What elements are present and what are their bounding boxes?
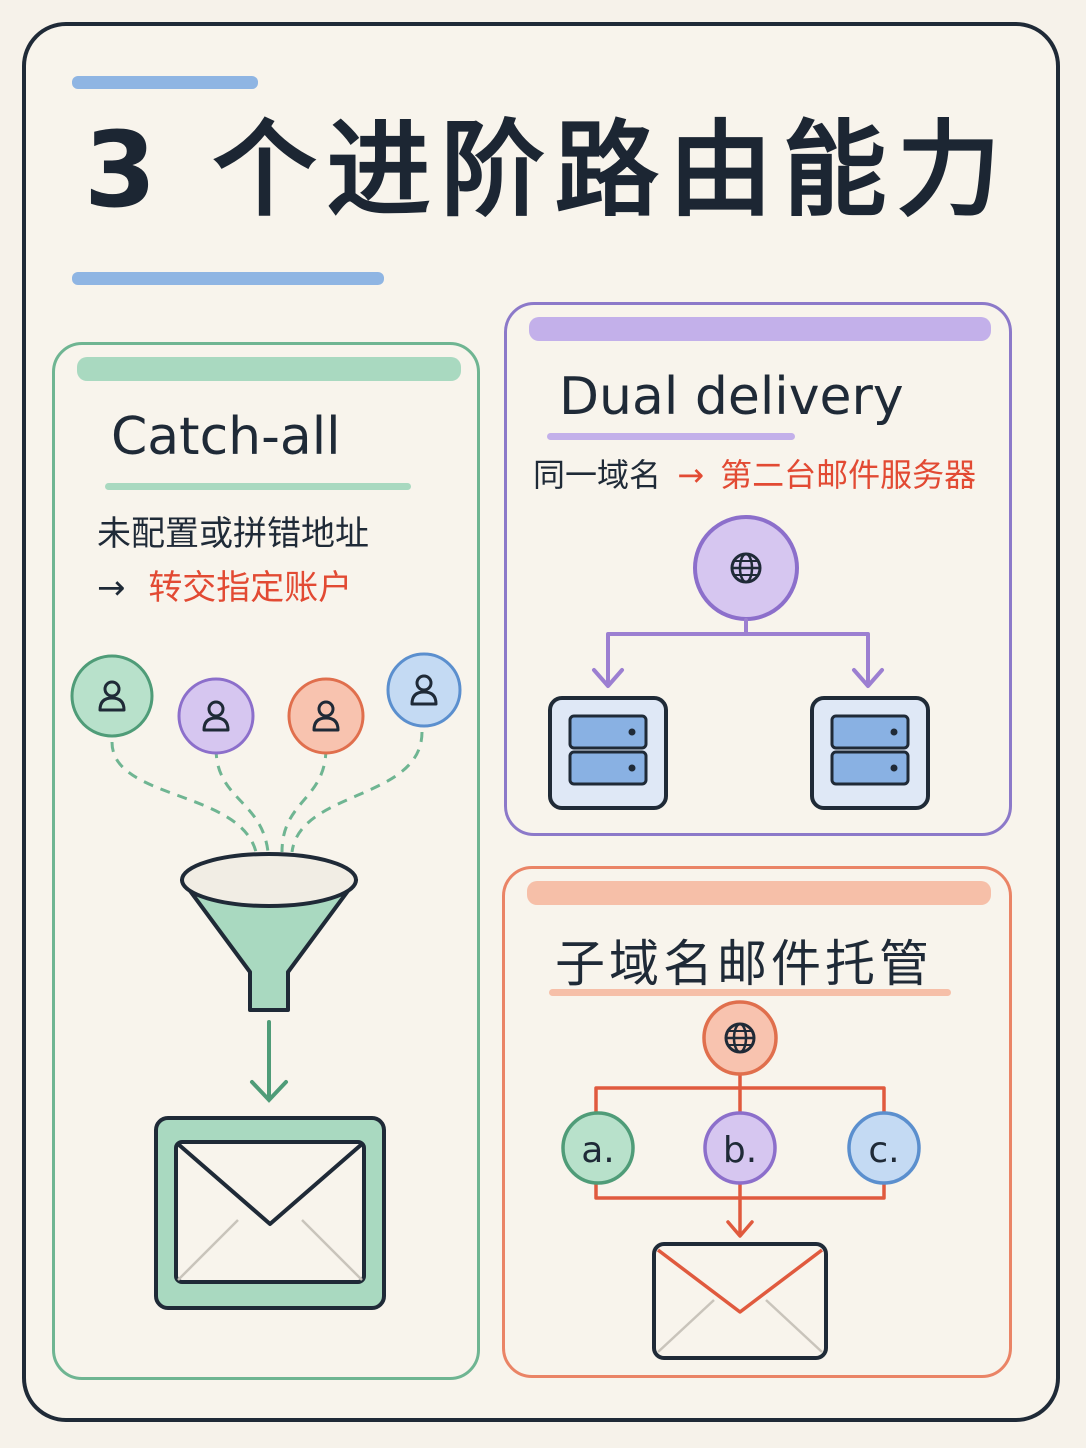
- envelope-icon: [652, 1242, 828, 1360]
- page-title: 3 个进阶路由能力: [84, 109, 1011, 231]
- node-b-label: b.: [723, 1130, 757, 1171]
- dual-delivery-target: 第二台邮件服务器: [720, 456, 977, 494]
- funnel-icon: [180, 852, 358, 1012]
- catch-all-target: 转交指定账户: [148, 568, 353, 608]
- subdomain-node-b: b.: [703, 1111, 777, 1185]
- subdomain-globe: [702, 1000, 778, 1076]
- subdomain-node-a: a.: [561, 1111, 635, 1185]
- node-a-label: a.: [581, 1130, 615, 1171]
- dual-globe: [693, 515, 799, 621]
- catch-all-line2: → 转交指定账户: [97, 571, 352, 605]
- dual-delivery-line: 同一域名 → 第二台邮件服务器: [533, 459, 976, 491]
- server-left: [548, 696, 668, 810]
- user-avatar-green: [70, 654, 154, 738]
- catch-all-desc: 未配置或拼错地址: [97, 514, 369, 554]
- catch-all-panel-bar: [77, 357, 461, 381]
- dual-delivery-routes: [592, 618, 884, 688]
- server-icon: [830, 714, 910, 750]
- funnel-down-arrow: [250, 1020, 288, 1103]
- catch-all-title: Catch-all: [111, 407, 341, 467]
- dual-delivery-prefix: 同一域名: [533, 456, 662, 494]
- server-icon: [568, 714, 648, 750]
- dual-delivery-title: Dual delivery: [559, 367, 904, 427]
- dual-delivery-panel-bar: [529, 317, 991, 341]
- dual-delivery-underline: [547, 433, 795, 440]
- subdomain-routes: [594, 1066, 886, 1238]
- subdomain-node-c: c.: [847, 1111, 921, 1185]
- catch-all-arrow: →: [97, 568, 126, 608]
- title-underline: [72, 272, 384, 285]
- catch-all-line1: 未配置或拼错地址: [97, 517, 369, 551]
- catch-all-routes: [110, 731, 424, 853]
- user-avatar-blue: [386, 652, 462, 728]
- subdomain-panel-bar: [527, 881, 991, 905]
- user-avatar-orange: [287, 677, 365, 755]
- title-top-line: [72, 76, 258, 89]
- subdomain-underline: [549, 989, 951, 996]
- server-right: [810, 696, 930, 810]
- user-avatar-purple: [177, 677, 255, 755]
- dual-delivery-arrow: →: [677, 456, 704, 494]
- envelope-icon: [154, 1116, 386, 1310]
- subdomain-title: 子域名邮件托管: [555, 935, 933, 993]
- node-c-label: c.: [868, 1130, 899, 1171]
- catch-all-underline: [105, 483, 411, 490]
